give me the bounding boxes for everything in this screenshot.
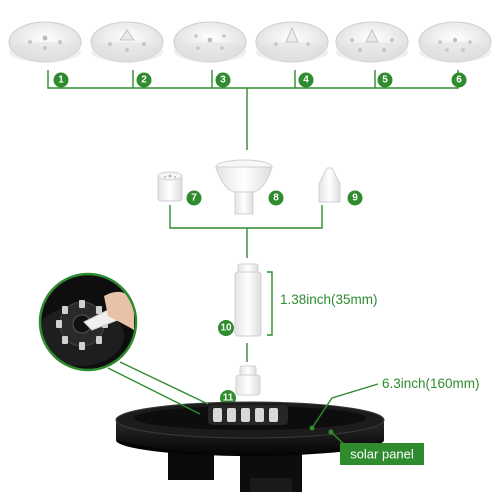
nozzle-disc-1: [8, 21, 82, 63]
solar-fountain-body: [115, 401, 385, 492]
nozzle-disc-3: [173, 21, 247, 63]
svg-text:2: 2: [141, 75, 147, 86]
svg-text:10: 10: [220, 323, 232, 334]
badge-7: 7: [186, 190, 202, 206]
diameter-label: 6.3inch(160mm): [382, 376, 480, 391]
nozzle-disc-5: [335, 21, 409, 63]
nozzle-discs-row: [8, 21, 492, 63]
svg-text:6: 6: [456, 75, 462, 86]
pump-nozzle-studs: [213, 408, 278, 422]
part-10-extension-tube: [234, 263, 262, 337]
badge-3: 3: [215, 72, 231, 88]
tube-height-label: 1.38inch(35mm): [280, 292, 378, 307]
part-9-cone-nozzle: [318, 166, 341, 203]
solar-panel-label: solar panel: [350, 447, 414, 462]
svg-text:4: 4: [303, 75, 309, 86]
nozzle-disc-6: [418, 21, 492, 63]
nozzle-disc-2: [90, 21, 164, 63]
part-7-cap: [157, 171, 183, 202]
svg-text:8: 8: [273, 193, 279, 204]
part-8-funnel: [215, 159, 273, 215]
svg-text:9: 9: [352, 193, 358, 204]
nozzle-badges: 1 2 3 4 5 6: [53, 72, 467, 88]
solar-panel-label-box: [340, 443, 424, 465]
inset-closeup: [38, 272, 209, 415]
badge-1: 1: [53, 72, 69, 88]
diameter-pointer: [311, 383, 379, 429]
solar-panel-callout: solar panel: [328, 429, 424, 465]
badge-8: 8: [268, 190, 284, 206]
nozzle-disc-4: [255, 21, 329, 63]
badge-9: 9: [347, 190, 363, 206]
svg-text:3: 3: [220, 75, 226, 86]
inset-ring: [38, 272, 138, 372]
svg-text:7: 7: [191, 193, 197, 204]
svg-text:11: 11: [223, 393, 234, 404]
badge-6: 6: [451, 72, 467, 88]
badge-4: 4: [298, 72, 314, 88]
svg-text:5: 5: [382, 75, 388, 86]
svg-text:1: 1: [58, 75, 64, 86]
diameter-pointer-dot: [309, 425, 315, 431]
badge-2: 2: [136, 72, 152, 88]
part-11-connector: [235, 365, 261, 396]
badge-5: 5: [377, 72, 393, 88]
badge-10: 10: [218, 320, 234, 336]
